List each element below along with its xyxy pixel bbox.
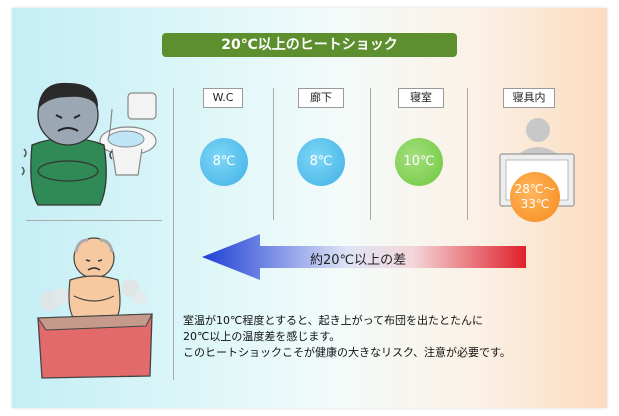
room-label-bedding: 寝具内	[503, 88, 555, 108]
room-label-bedroom: 寝室	[398, 88, 444, 108]
shivering-man-toilet-illustration	[21, 82, 157, 206]
divider-vertical-3	[370, 88, 371, 220]
elderly-man-icon	[68, 237, 121, 323]
divider-vertical-2	[273, 88, 274, 220]
divider-vertical-4	[467, 88, 468, 220]
room-label-wc: W.C	[203, 88, 243, 108]
elderly-man-bath-illustration	[37, 237, 153, 379]
arrow-shape	[202, 234, 526, 280]
description-line-2: 20℃以上の温度差を感じます。	[183, 330, 341, 343]
temp-circle-bedroom: 10℃	[395, 138, 443, 186]
temp-circle-hallway: 8℃	[297, 138, 345, 186]
temperature-difference-arrow	[202, 234, 526, 280]
page-title: 20℃以上のヒートショック	[162, 33, 457, 57]
description-text: 室温が10℃程度とすると、起き上がって布団を出たとたんに 20℃以上の温度差を感…	[183, 313, 583, 361]
arrow-label: 約20℃以上の差	[310, 253, 407, 268]
temp-bedding-line1: 28℃～	[514, 182, 556, 196]
bathtub-icon	[37, 313, 153, 379]
toilet-icon	[99, 92, 157, 176]
temp-circle-wc: 8℃	[200, 138, 248, 186]
description-line-1: 室温が10℃程度とすると、起き上がって布団を出たとたんに	[183, 314, 484, 327]
divider-vertical-main	[173, 88, 174, 380]
temp-circle-bedding: 28℃～ 33℃	[510, 172, 560, 222]
divider-horizontal-left	[26, 220, 162, 221]
room-label-hallway: 廊下	[298, 88, 344, 108]
shivering-man-icon	[21, 82, 113, 206]
description-line-3: このヒートショックこそが健康の大きなリスク、注意が必要です。	[183, 346, 511, 359]
person-silhouette-icon	[516, 118, 560, 156]
temp-bedding-line2: 33℃	[520, 197, 550, 211]
steam-icon	[40, 279, 147, 311]
